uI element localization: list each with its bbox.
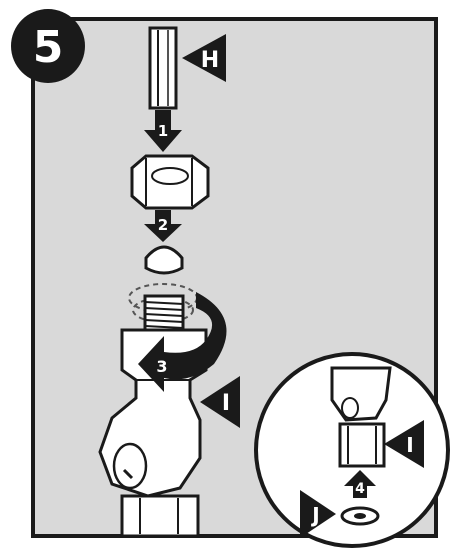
ferrule xyxy=(146,247,182,273)
label-j: J xyxy=(310,503,319,527)
tube-h xyxy=(150,28,176,108)
step-number: 5 xyxy=(33,22,64,73)
inset-detail: I 4 J xyxy=(256,354,448,546)
step-3-label: 3 xyxy=(156,357,167,376)
label-i-main: I xyxy=(222,391,230,416)
label-i-inset: I xyxy=(406,433,413,457)
label-h: H xyxy=(201,48,219,73)
step-1-label: 1 xyxy=(158,122,168,140)
compression-nut xyxy=(132,156,208,208)
step-4-label: 4 xyxy=(355,481,365,497)
step-badge: 5 xyxy=(11,9,85,83)
step-2-label: 2 xyxy=(158,216,168,234)
